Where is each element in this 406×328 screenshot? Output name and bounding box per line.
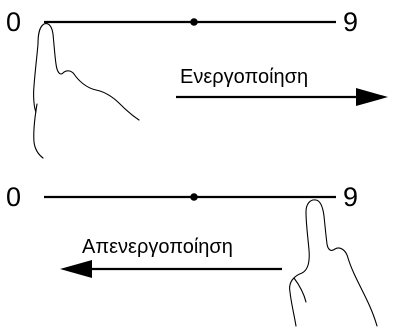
finger-hand-icon [289, 199, 378, 327]
top-min-label: 0 [6, 7, 21, 37]
deactivation-label: Απενεργοποίηση [82, 236, 233, 258]
bottom-min-label: 0 [6, 182, 21, 212]
finger-hand-icon [33, 23, 140, 159]
deactivation-arrow-head-icon [60, 260, 92, 278]
activation-panel: 0 9 Ενεργοποίηση [6, 7, 388, 159]
bottom-slider-center-dot [190, 193, 198, 201]
bottom-max-label: 9 [343, 182, 358, 212]
activation-label: Ενεργοποίηση [180, 66, 308, 88]
top-max-label: 9 [343, 7, 358, 37]
top-slider-center-dot [190, 18, 198, 26]
activation-arrow-head-icon [356, 88, 388, 106]
deactivation-panel: 0 9 Απενεργοποίηση [6, 182, 378, 327]
